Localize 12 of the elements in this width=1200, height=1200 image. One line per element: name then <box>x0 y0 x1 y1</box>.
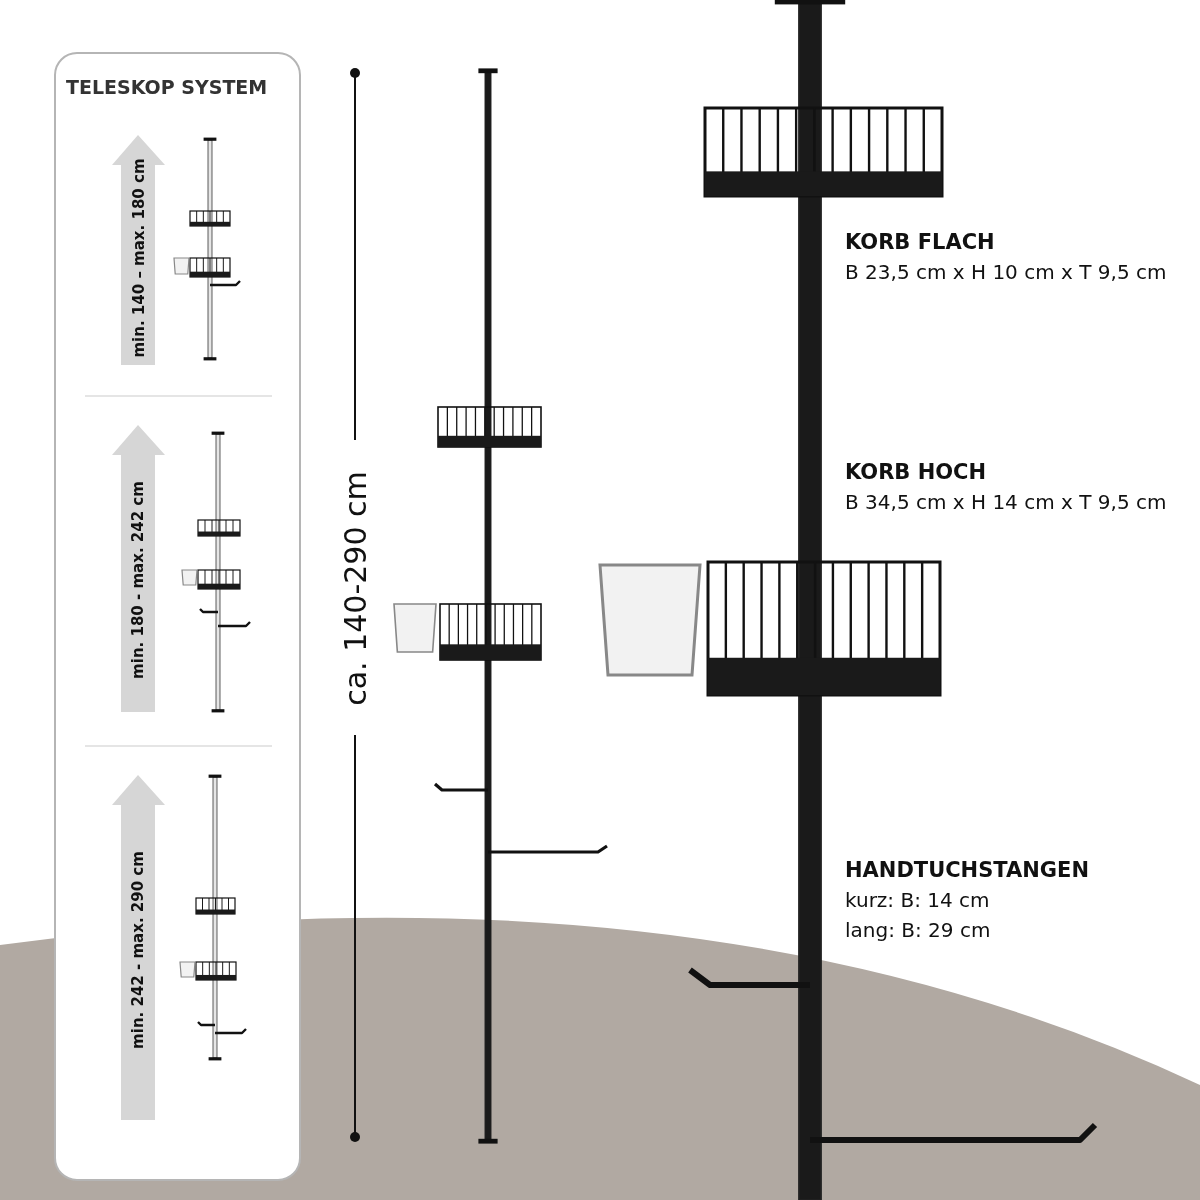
spec-text: B 23,5 cm x H 10 cm x T 9,5 cm <box>845 260 1167 284</box>
spec-heading: HANDTUCHSTANGEN <box>845 858 1089 882</box>
spec-heading: KORB FLACH <box>845 230 995 254</box>
section-heading: TELESKOP SYSTEM <box>66 76 268 98</box>
dimension-label: ca. 140-290 cm <box>337 470 373 706</box>
range-label: min. 242 - max. 290 cm <box>128 851 147 1049</box>
spec-text: kurz: B: 14 cm <box>845 888 990 912</box>
spec-text: lang: B: 29 cm <box>845 918 991 942</box>
spec-heading: KORB HOCH <box>845 460 987 484</box>
spec-text: B 34,5 cm x H 14 cm x T 9,5 cm <box>845 490 1167 514</box>
range-label: min. 140 – max. 180 cm <box>129 158 147 358</box>
range-label: min. 180 - max. 242 cm <box>128 481 147 679</box>
